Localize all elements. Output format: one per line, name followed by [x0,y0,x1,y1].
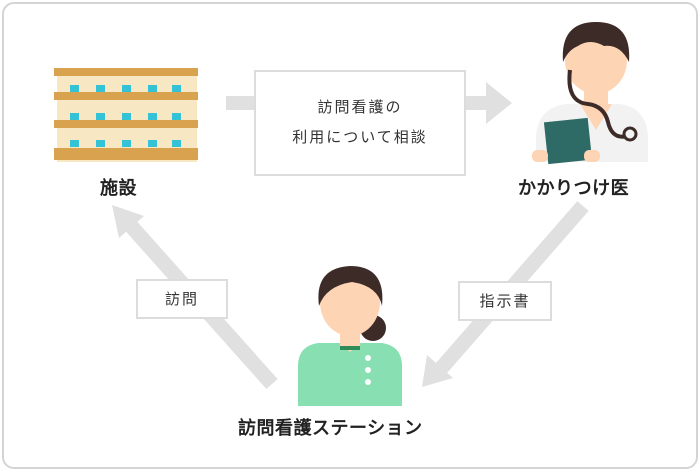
arrow-doctor-to-station-head [422,355,453,387]
consult-box: 訪問看護の 利用について相談 [254,70,466,176]
doctor-label: かかりつけ医 [518,178,630,199]
order-box: 指示書 [458,281,552,321]
doctor-icon [532,22,648,165]
consult-text-line1: 訪問看護の [317,98,403,116]
nurse-icon [298,266,402,406]
arrow-station-to-facility-head [112,205,144,238]
consult-text-line2: 利用について相談 [292,128,428,146]
facility-building-icon [54,68,198,162]
station-label: 訪問看護ステーション [238,418,423,439]
visit-box: 訪問 [136,279,228,319]
facility-label: 施設 [100,178,137,199]
